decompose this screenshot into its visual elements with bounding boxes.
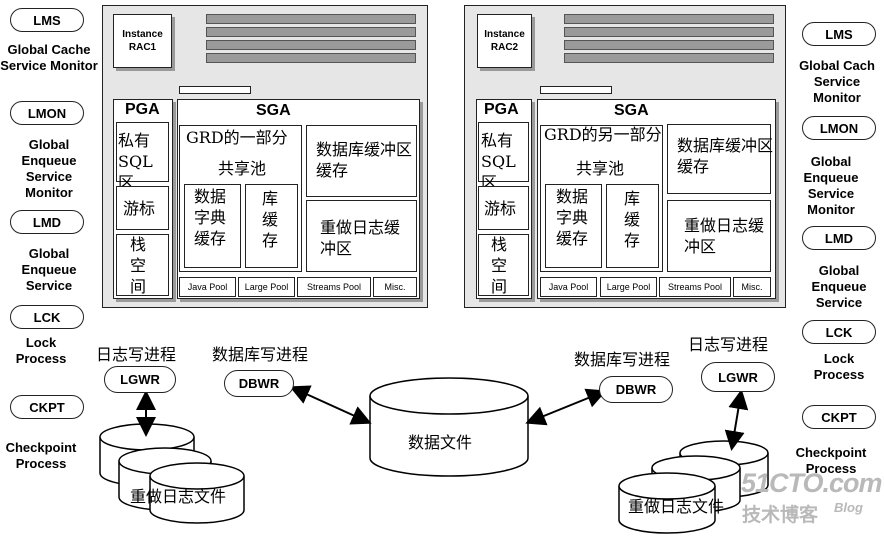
datafile-cylinder: [369, 377, 529, 477]
instance-rac1-label-box: Instance RAC1: [113, 14, 172, 68]
redo-buffer-box: [306, 200, 417, 272]
lgwr-label-left: 日志写进程: [96, 345, 177, 364]
lgwr-right: LGWR: [701, 362, 775, 392]
sga-bar-3: [206, 40, 416, 50]
redo-buffer-text-2: 重做日志缓冲区: [684, 216, 765, 256]
java-pool: Java Pool: [179, 277, 236, 297]
db-buffer-text: 数据库缓冲区缓存: [316, 140, 413, 180]
lmon-process-left: LMON: [10, 101, 84, 125]
cursor-area-2: [478, 186, 529, 230]
streams-pool: Streams Pool: [297, 277, 371, 297]
ckpt-process-left: CKPT: [10, 395, 84, 419]
lmon-desc-right: Global Enqueue Service Monitor: [803, 154, 859, 217]
sga2-bar-3: [564, 40, 774, 50]
sga-bar-4: [206, 53, 416, 63]
cursor-text: 游标: [123, 199, 156, 218]
datafile-label: 数据文件: [408, 433, 473, 452]
sga2-strip: [540, 86, 612, 94]
lmd-process-right: LMD: [802, 226, 876, 250]
grd-text-2: GRD的另一部分: [544, 125, 662, 144]
instance-rac2-label-box: Instance RAC2: [477, 14, 532, 68]
db-buffer-box: [306, 125, 417, 197]
redo-log-cylinders-right: [618, 440, 769, 534]
dbwr-label-left: 数据库写进程: [212, 345, 309, 364]
lgwr-left: LGWR: [104, 366, 176, 393]
redo-buffer-box-2: [667, 200, 771, 272]
watermark-blog: Blog: [834, 500, 863, 515]
dict-cache-text-2: 数据字典缓存: [556, 187, 589, 248]
lib-cache-box: [245, 184, 298, 268]
ckpt-process-right: CKPT: [802, 405, 876, 429]
watermark-sub: 技术博客: [742, 504, 819, 526]
redo-files-label-right: 重做日志文件: [628, 497, 725, 516]
dbwr-left-arrow: [289, 385, 372, 425]
misc-pool: Misc.: [373, 277, 417, 297]
redo-buffer-text: 重做日志缓冲区: [320, 218, 401, 258]
lms-process-right: LMS: [802, 22, 876, 46]
lmd-desc-left: Global Enqueue Service: [21, 246, 77, 293]
lck-desc-right: Lock Process: [813, 351, 865, 382]
lmd-process-left: LMD: [10, 210, 84, 234]
lgwr-right-arrow: [724, 389, 749, 451]
cursor-text-2: 游标: [484, 199, 517, 218]
sga-bar-2: [206, 27, 416, 37]
lck-process-right: LCK: [802, 320, 876, 344]
pga2-label: PGA: [484, 101, 519, 118]
pga-label: PGA: [125, 101, 160, 118]
ckpt-desc-right: Checkpoint Process: [795, 445, 867, 476]
stack-text: 栈空间: [130, 235, 147, 296]
stack-area-2: [478, 234, 529, 296]
dbwr-label-right: 数据库写进程: [574, 350, 671, 369]
sga2-bar-2: [564, 27, 774, 37]
private-sql-area-2: [478, 122, 529, 182]
lms-desc-right: Global Cach Service Monitor: [799, 58, 875, 105]
lms-process-left: LMS: [10, 8, 84, 32]
watermark-site: 51CTO.com: [741, 468, 883, 498]
dbwr-right: DBWR: [599, 376, 673, 403]
misc-pool-2: Misc.: [733, 277, 771, 297]
shared-pool-text-2: 共享池: [576, 159, 625, 178]
sga-bar-1: [206, 14, 416, 24]
large-pool: Large Pool: [238, 277, 295, 297]
shared-pool-text: 共享池: [218, 159, 267, 178]
stack-area: [116, 234, 169, 296]
grd-text: GRD的一部分: [186, 128, 288, 147]
dict-cache-box-2: [545, 184, 602, 268]
stack-text-2: 栈空间: [491, 235, 508, 296]
dbwr-right-arrow: [525, 388, 607, 426]
dict-cache-box: [184, 184, 241, 268]
cursor-area: [116, 186, 169, 230]
lib-cache-box-2: [606, 184, 659, 268]
lmon-desc-left: Global Enqueue Service Monitor: [21, 137, 77, 200]
large-pool-2: Large Pool: [600, 277, 657, 297]
lib-cache-text: 库缓存: [262, 189, 279, 250]
java-pool-2: Java Pool: [540, 277, 597, 297]
redo-files-label-left: 重做日志文件: [130, 487, 227, 506]
lms-desc-left: Global Cache Service Monitor: [0, 42, 98, 73]
lck-desc-left: Lock Process: [15, 335, 67, 366]
sga2-label: SGA: [614, 102, 649, 119]
sga2-bar-4: [564, 53, 774, 63]
db-buffer-text-2: 数据库缓冲区缓存: [677, 136, 774, 176]
lgwr-label-right: 日志写进程: [688, 335, 769, 354]
db-buffer-box-2: [667, 124, 771, 194]
sga-label: SGA: [256, 102, 291, 119]
lmd-desc-right: Global Enqueue Service: [811, 263, 867, 310]
redo-log-cylinders-left: [99, 423, 245, 524]
lck-process-left: LCK: [10, 305, 84, 329]
ckpt-desc-left: Checkpoint Process: [5, 440, 77, 471]
private-sql-area: [116, 122, 169, 182]
sga-strip: [179, 86, 251, 94]
streams-pool-2: Streams Pool: [659, 277, 731, 297]
sga2-bar-1: [564, 14, 774, 24]
lib-cache-text-2: 库缓存: [624, 189, 641, 250]
dict-cache-text: 数据字典缓存: [194, 187, 227, 248]
lmon-process-right: LMON: [802, 116, 876, 140]
dbwr-left: DBWR: [224, 370, 294, 397]
